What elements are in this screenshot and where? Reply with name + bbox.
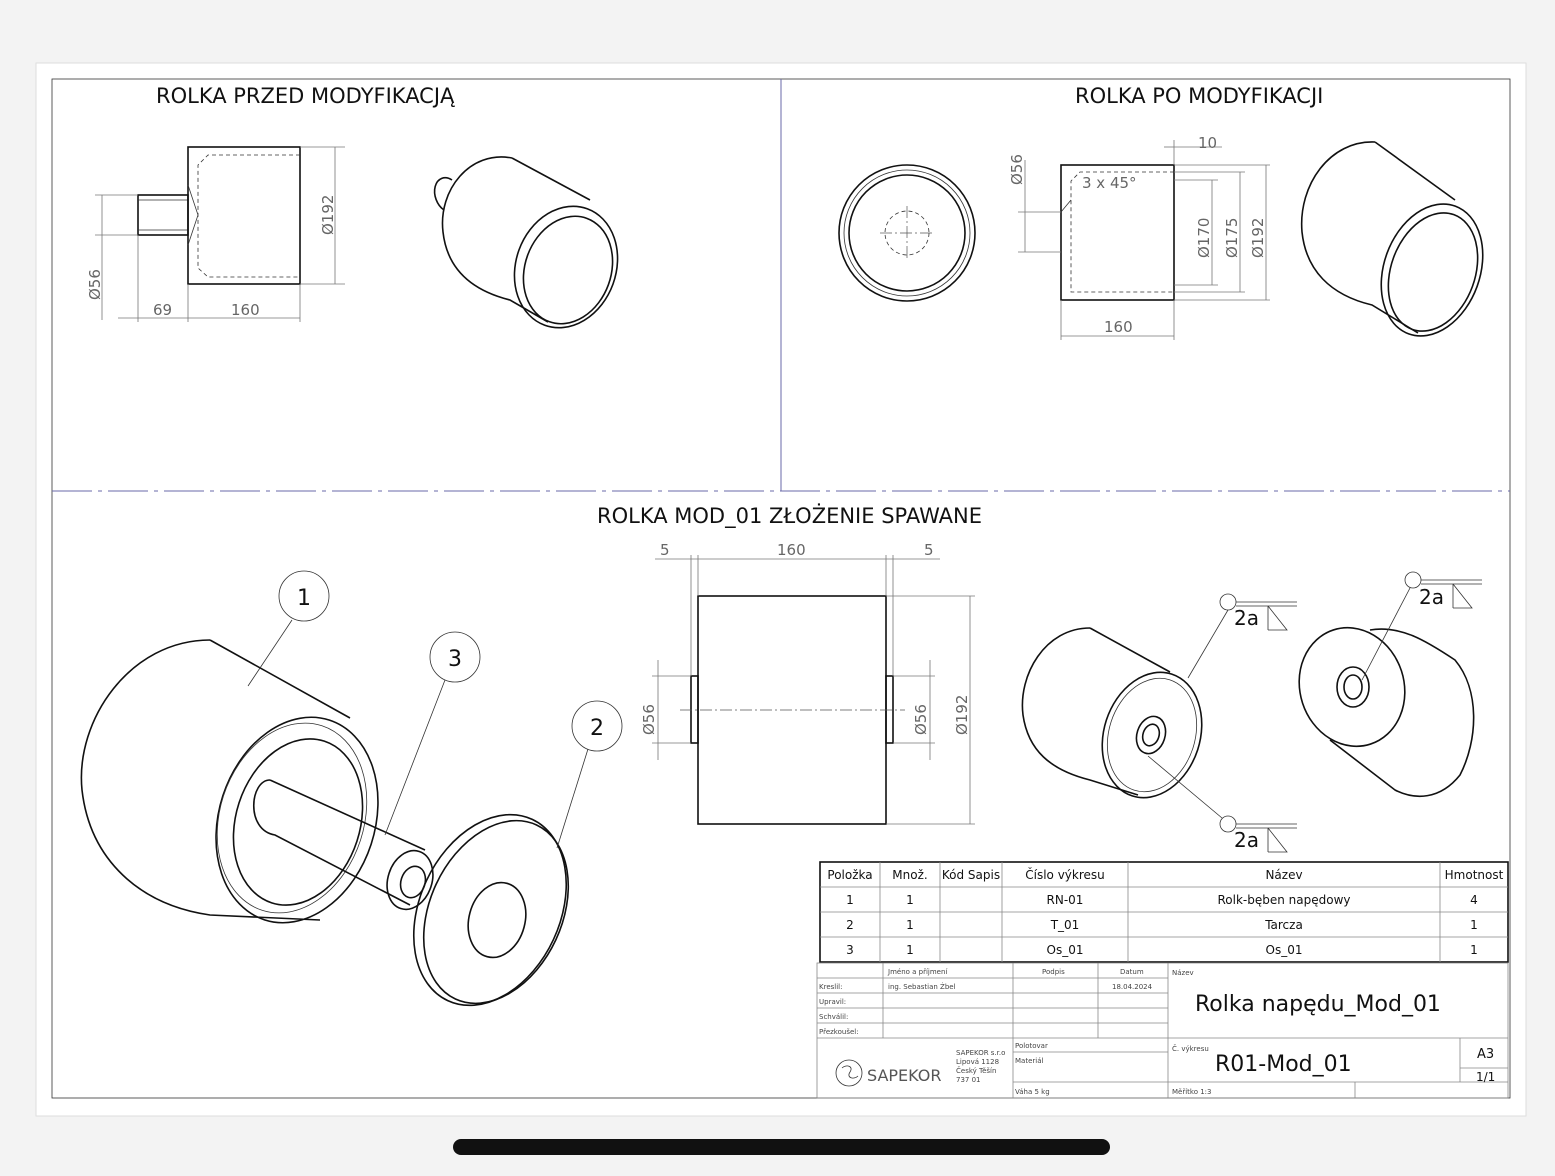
dim-before-69: 69 — [153, 301, 172, 319]
title-block-text: SAPEKOR — [867, 1066, 941, 1085]
dim-after-d56: Ø56 — [1008, 154, 1026, 185]
home-indicator[interactable] — [453, 1139, 1110, 1155]
bom-cell: 1 — [906, 918, 914, 932]
bom-header: Kód Sapis — [942, 868, 1000, 882]
dim-asm-d56-left: Ø56 — [640, 704, 658, 735]
bom-cell: T_01 — [1050, 918, 1080, 932]
weld-symbol: 2a — [1419, 585, 1444, 609]
after-iso-view — [1300, 141, 1484, 337]
dim-asm-5-left: 5 — [660, 541, 670, 559]
dim-before-d56: Ø56 — [86, 269, 104, 300]
assembly-exploded-view: 1 3 2 — [80, 570, 623, 1007]
scale: Měřítko 1:3 — [1172, 1088, 1212, 1096]
weld-symbol: 2a — [1234, 606, 1259, 630]
view-title-assembly: ROLKA MOD_01 ZŁOŻENIE SPAWANE — [597, 503, 982, 529]
bom-header: Název — [1265, 868, 1302, 882]
bom-cell: 1 — [906, 943, 914, 957]
dim-asm-d56-right: Ø56 — [912, 704, 930, 735]
bom-cell: Os_01 — [1266, 943, 1303, 957]
bom-cell: Rolk-bęben napędowy — [1217, 893, 1350, 907]
sheet-format: A3 — [1477, 1047, 1494, 1062]
bom-cell: 1 — [906, 893, 914, 907]
title-block-text: Schválil: — [819, 1013, 848, 1021]
dim-after-chamfer: 3 x 45° — [1082, 174, 1137, 192]
bom-cell: Tarcza — [1264, 918, 1303, 932]
after-side-view: 3 x 45° 10 Ø56 Ø170 Ø175 Ø192 160 — [1008, 134, 1270, 340]
bom-header: Množ. — [892, 868, 927, 882]
dim-before-160: 160 — [231, 301, 260, 319]
bom-table: Položka Množ. Kód Sapis Číslo výkresu Název H… — [819, 861, 1509, 963]
drawn-by: ing. Sebastian Żbel — [888, 982, 956, 991]
balloon-3 — [429, 631, 481, 683]
dim-after-d175: Ø175 — [1223, 218, 1241, 258]
bom-header: Číslo výkresu — [1025, 867, 1105, 882]
balloon-2 — [571, 700, 623, 752]
dim-before-d192: Ø192 — [319, 195, 337, 235]
dim-after-10: 10 — [1198, 134, 1217, 152]
title-block-text: Český Těšín — [956, 1066, 996, 1075]
bom-cell: 4 — [1470, 893, 1478, 907]
assembly-iso-views: 2a 2a 2a — [1021, 571, 1482, 853]
bom-header: Hmotnost — [1445, 868, 1504, 882]
title-block-text: SAPEKOR s.r.o — [956, 1049, 1005, 1057]
dim-asm-5-right: 5 — [924, 541, 934, 559]
title-block-text: 737 01 — [956, 1076, 981, 1084]
bom-cell: 1 — [1470, 943, 1478, 957]
bom-cell: Os_01 — [1047, 943, 1084, 957]
title-block-text: Datum — [1120, 968, 1144, 976]
balloon-2-label: 2 — [590, 716, 604, 741]
balloon-1-label: 1 — [297, 586, 311, 611]
bom-cell: RN-01 — [1047, 893, 1084, 907]
title-block-text: Lipová 1128 — [956, 1058, 999, 1066]
view-title-before: ROLKA PRZED MODYFIKACJĄ — [156, 84, 455, 108]
drawn-date: 18.04.2024 — [1112, 983, 1153, 991]
title-block-text: Materiál — [1015, 1057, 1043, 1065]
title-block-text: Název — [1172, 969, 1194, 977]
title-block-text: Č. výkresu — [1172, 1044, 1209, 1053]
bom-cell: 1 — [846, 893, 854, 907]
title-block-text: Upravil: — [819, 998, 846, 1006]
balloon-1 — [278, 570, 330, 622]
dim-asm-d192: Ø192 — [953, 695, 971, 735]
view-title-after: ROLKA PO MODYFIKACJI — [1075, 84, 1323, 108]
sheet-number: 1/1 — [1476, 1070, 1495, 1084]
title-block-text: Kreslil: — [819, 983, 842, 991]
bom-cell: 3 — [846, 943, 854, 957]
title-block-text: Přezkoušel: — [819, 1028, 859, 1036]
before-iso-view — [433, 156, 619, 329]
bom-cell: 1 — [1470, 918, 1478, 932]
dim-after-d170: Ø170 — [1195, 218, 1213, 258]
bom-header: Položka — [827, 868, 872, 882]
bom-cell: 2 — [846, 918, 854, 932]
drawing-number: R01-Mod_01 — [1215, 1052, 1352, 1077]
balloon-3-label: 3 — [448, 647, 462, 672]
drawing-name: Rolka napędu_Mod_01 — [1195, 992, 1441, 1017]
title-block: Jméno a příjmení Podpis Datum Kreslil: i… — [816, 962, 1509, 1099]
dim-after-160: 160 — [1104, 318, 1133, 336]
weld-symbol: 2a — [1234, 828, 1259, 852]
title-block-text: Polotovar — [1015, 1042, 1048, 1050]
after-front-view — [838, 164, 976, 302]
assembly-front-view: 5 160 5 Ø56 Ø56 Ø192 — [640, 541, 975, 825]
before-side-view: Ø192 Ø56 69 160 — [86, 146, 345, 322]
weight: Váha 5 kg — [1015, 1088, 1050, 1096]
title-block-text: Jméno a příjmení — [887, 968, 948, 976]
sapekor-logo: SAPEKOR — [835, 1059, 941, 1087]
dim-after-d192: Ø192 — [1249, 218, 1267, 258]
title-block-text: Podpis — [1042, 968, 1065, 976]
dim-asm-160: 160 — [777, 541, 806, 559]
